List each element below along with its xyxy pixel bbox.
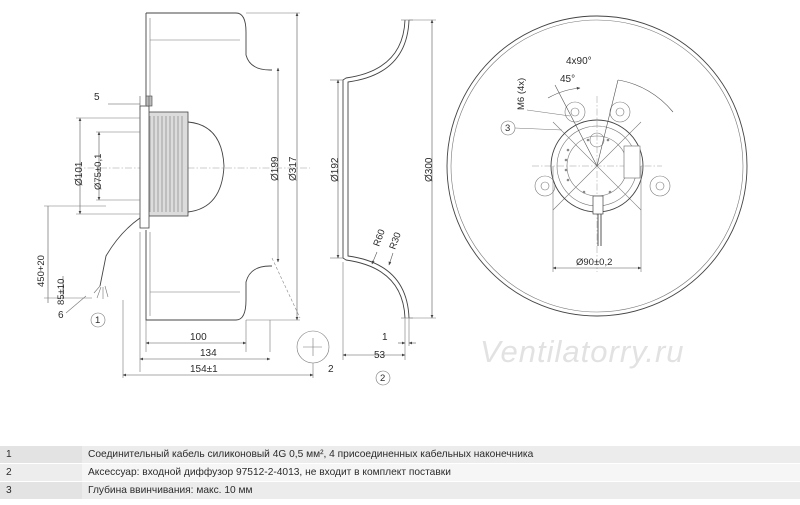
table-row: 3 Глубина ввинчивания: макс. 10 мм xyxy=(0,481,800,500)
diffuser-view: Ø192 Ø300 R60 R30 1 53 2 xyxy=(330,19,436,386)
side-view: 5 Ø101 Ø75±0,1 450+20 85±10 6 1 xyxy=(36,12,334,378)
dim-r30: R30 xyxy=(387,231,403,251)
dim-85: 85±10 xyxy=(56,279,67,305)
marker-2-diffuser: 2 xyxy=(380,373,385,384)
side-label-2: 2 xyxy=(328,364,334,375)
front-view: 4x90° 45° M6 (4x) 3 Ø90±0,2 xyxy=(446,15,748,317)
side-view-dimensions: 5 Ø101 Ø75±0,1 450+20 85±10 6 1 xyxy=(36,12,334,378)
notes-table: 1 Соединительный кабель силиконовый 4G 0… xyxy=(0,446,800,500)
dim-r60: R60 xyxy=(371,228,387,248)
marker-1-side: 1 xyxy=(95,315,100,326)
dim-450: 450+20 xyxy=(36,255,47,287)
angle-45: 45° xyxy=(560,74,575,85)
note-text: Глубина ввинчивания: макс. 10 мм xyxy=(82,481,800,500)
technical-drawing: Ventilatorry.ru xyxy=(36,12,748,386)
dim-134: 134 xyxy=(200,348,217,359)
dim-d317: Ø317 xyxy=(288,156,299,181)
note-text: Соединительный кабель силиконовый 4G 0,5… xyxy=(82,446,800,464)
dim-100: 100 xyxy=(190,332,207,343)
dim-d199: Ø199 xyxy=(270,156,281,181)
angle-4x90: 4x90° xyxy=(566,56,592,67)
thread-m6: M6 (4x) xyxy=(516,78,527,110)
dim-d300: Ø300 xyxy=(424,157,435,182)
table-row: 1 Соединительный кабель силиконовый 4G 0… xyxy=(0,446,800,464)
dim-d192: Ø192 xyxy=(330,157,341,182)
marker-3-front: 3 xyxy=(505,123,510,134)
note-number: 2 xyxy=(0,463,82,482)
note-number: 3 xyxy=(0,481,82,500)
dim-d90: Ø90±0,2 xyxy=(576,257,612,268)
watermark: Ventilatorry.ru xyxy=(480,334,685,369)
note-number: 1 xyxy=(0,446,82,464)
note-text: Аксессуар: входной диффузор 97512-2-4013… xyxy=(82,463,800,482)
table-row: 2 Аксессуар: входной диффузор 97512-2-40… xyxy=(0,463,800,482)
dim-1: 1 xyxy=(382,332,388,343)
dim-53: 53 xyxy=(374,350,386,361)
dim-d101: Ø101 xyxy=(74,161,85,186)
dim-154: 154±1 xyxy=(190,364,218,375)
dim-6: 6 xyxy=(58,310,64,321)
dim-d75: Ø75±0,1 xyxy=(93,154,104,190)
dim-5: 5 xyxy=(94,92,100,103)
